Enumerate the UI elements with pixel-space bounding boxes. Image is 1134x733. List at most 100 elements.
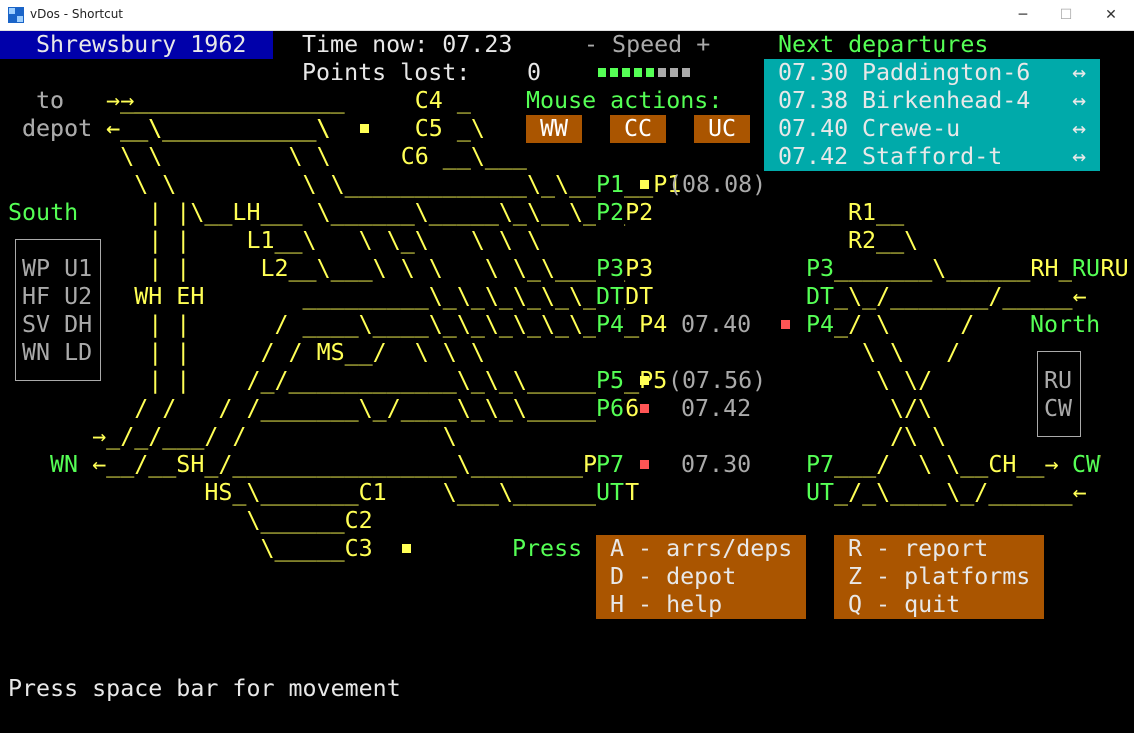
departure-destination: Birkenhead-4 — [862, 87, 1031, 114]
to-label: to — [36, 87, 65, 114]
command-depot[interactable]: D - depot — [610, 563, 737, 590]
speed-level-segment — [658, 68, 666, 77]
commands-left-panel — [596, 535, 806, 619]
speed-level-segment — [622, 68, 630, 77]
departure-arrow-icon[interactable]: ↔ — [1072, 143, 1087, 170]
platform-label[interactable]: P3 — [806, 255, 835, 283]
platform-label[interactable]: P1 — [596, 171, 625, 199]
departure-time: 07.40 — [778, 115, 849, 142]
platform-label[interactable]: P6 — [596, 395, 625, 423]
track-row: | | L1__\ \ \_\ \ \ \ — [8, 227, 541, 254]
platform-label[interactable]: DT — [806, 283, 835, 311]
track-row-north: UT_/_\____\_/______← — [806, 479, 1087, 506]
platform-label[interactable]: P7 — [596, 451, 625, 479]
track-row: to →_______________ C4 _ — [8, 87, 471, 114]
speed-control[interactable]: - Speed + — [584, 31, 711, 58]
track-row-north: \ \ / — [862, 339, 961, 366]
platform-label[interactable]: P4 — [806, 311, 835, 339]
command-platforms[interactable]: Z - platforms — [848, 563, 1031, 590]
track-row: ←__/__SH_/________________\________P7 — [8, 451, 612, 478]
game-title: Shrewsbury 1962 — [36, 31, 247, 58]
north-destination-cw: CW — [1044, 395, 1073, 422]
wn-label: WN — [50, 451, 79, 478]
departure-destination: Crewe-u — [862, 115, 961, 142]
speed-level-segment — [646, 68, 654, 77]
departure-arrow-icon[interactable]: ↔ — [1072, 59, 1087, 86]
north-label: North — [1030, 311, 1101, 338]
departure-time: 07.30 — [778, 59, 849, 86]
command-help[interactable]: H - help — [610, 591, 723, 618]
track-row: \______C2 — [8, 507, 373, 534]
uc-button[interactable]: UC — [694, 115, 750, 143]
points-lost-value: 0 — [527, 59, 542, 86]
signal-p5[interactable] — [640, 376, 649, 385]
south-label: South — [8, 199, 79, 226]
north-destinations-panel — [1037, 351, 1081, 437]
speed-level-segment — [670, 68, 678, 77]
close-button[interactable]: ✕ — [1105, 7, 1117, 23]
track-row-north: R2__\ — [848, 227, 919, 254]
window-titlebar: vDos - Shortcut ─ ☐ ✕ — [0, 0, 1134, 31]
signal-c5[interactable] — [360, 124, 369, 133]
track-row: | |\__LH___ \______\_____\_\__\_/_P2 — [8, 199, 654, 226]
platform-time-p5: (07.56) — [668, 367, 767, 394]
track-row-north: P3_______\______RH_→ RU — [806, 255, 1129, 282]
track-row-north: P7___/ \ \__CH__→ CW — [806, 451, 1101, 478]
signal-p7[interactable] — [640, 460, 649, 469]
track-row: HS_\_______C1 \___\_______UT — [8, 479, 640, 506]
command-arrs-deps[interactable]: A - arrs/deps — [610, 535, 793, 562]
command-quit[interactable]: Q - quit — [848, 591, 961, 618]
window-title: vDos - Shortcut — [30, 7, 124, 21]
track-row: \ \ \ \_____________\_\______P1 — [8, 171, 682, 198]
vdos-app-icon — [8, 7, 24, 23]
command-report[interactable]: R - report — [848, 535, 989, 562]
cc-button[interactable]: CC — [610, 115, 666, 143]
game-title-box — [0, 31, 273, 59]
signal-p6[interactable] — [640, 404, 649, 413]
platform-time-p4: 07.40 — [681, 311, 752, 338]
track-row: | | / / MS__/ \ \ \ — [8, 339, 485, 366]
speed-level-segment — [682, 68, 690, 77]
minimize-button[interactable]: ─ — [1018, 7, 1028, 23]
platform-label[interactable]: RU — [1072, 255, 1101, 283]
platform-label[interactable]: UT — [806, 479, 835, 507]
signal-p1[interactable] — [640, 180, 649, 189]
track-row: | | L2__\___\ \ \ \ \_\_____P3 — [8, 255, 654, 282]
departure-destination: Stafford-t — [862, 143, 1003, 170]
signal-c3[interactable] — [402, 544, 411, 553]
track-row: WH EH _________\_\_\_\_\_\_/_DT — [8, 283, 654, 310]
platform-label[interactable]: P2 — [596, 199, 625, 227]
platform-label[interactable]: P3 — [596, 255, 625, 283]
departure-arrow-icon[interactable]: ↔ — [1072, 115, 1087, 142]
platform-label[interactable]: P5 — [596, 367, 625, 395]
maximize-button[interactable]: ☐ — [1059, 7, 1073, 23]
signal-p4[interactable] — [781, 320, 790, 329]
departure-arrow-icon[interactable]: ↔ — [1072, 87, 1087, 114]
to-label: to — [36, 87, 65, 114]
dos-terminal[interactable]: Shrewsbury 1962 Time now: 07.23 Points l… — [0, 31, 1134, 733]
status-line: Press space bar for movement — [8, 675, 401, 702]
departure-destination: Paddington-6 — [862, 59, 1031, 86]
ww-button[interactable]: WW — [526, 115, 582, 143]
platform-label[interactable]: P7 — [806, 451, 835, 479]
track-row: / / / /_______\_/____\_\_\______P6 — [8, 395, 640, 422]
platform-time-p6: 07.42 — [681, 395, 752, 422]
south-destinations-panel — [15, 239, 101, 381]
depot-label: depot — [22, 115, 93, 142]
platform-label[interactable]: CW — [1072, 451, 1101, 479]
track-row: ←__\___________\ — [106, 115, 331, 142]
platform-label[interactable]: P4 — [596, 311, 625, 339]
label-mask — [8, 87, 120, 115]
platform-label[interactable]: UT — [596, 479, 625, 507]
press-label: Press — [512, 535, 583, 562]
south-destination-row: WN LD — [22, 339, 93, 366]
time-now: Time now: 07.23 — [302, 31, 513, 58]
platform-label[interactable]: DT — [596, 283, 625, 311]
track-row-north: \/\ — [890, 395, 933, 422]
track-row-north: R1__ — [848, 199, 905, 226]
next-departures-title: Next departures — [778, 31, 989, 58]
north-destination-ru: RU — [1044, 367, 1073, 394]
track-row-north: /\ \ — [890, 423, 947, 450]
speed-level-segment — [610, 68, 618, 77]
track-row: \ \ \ \ C6 __\___ — [8, 143, 527, 170]
